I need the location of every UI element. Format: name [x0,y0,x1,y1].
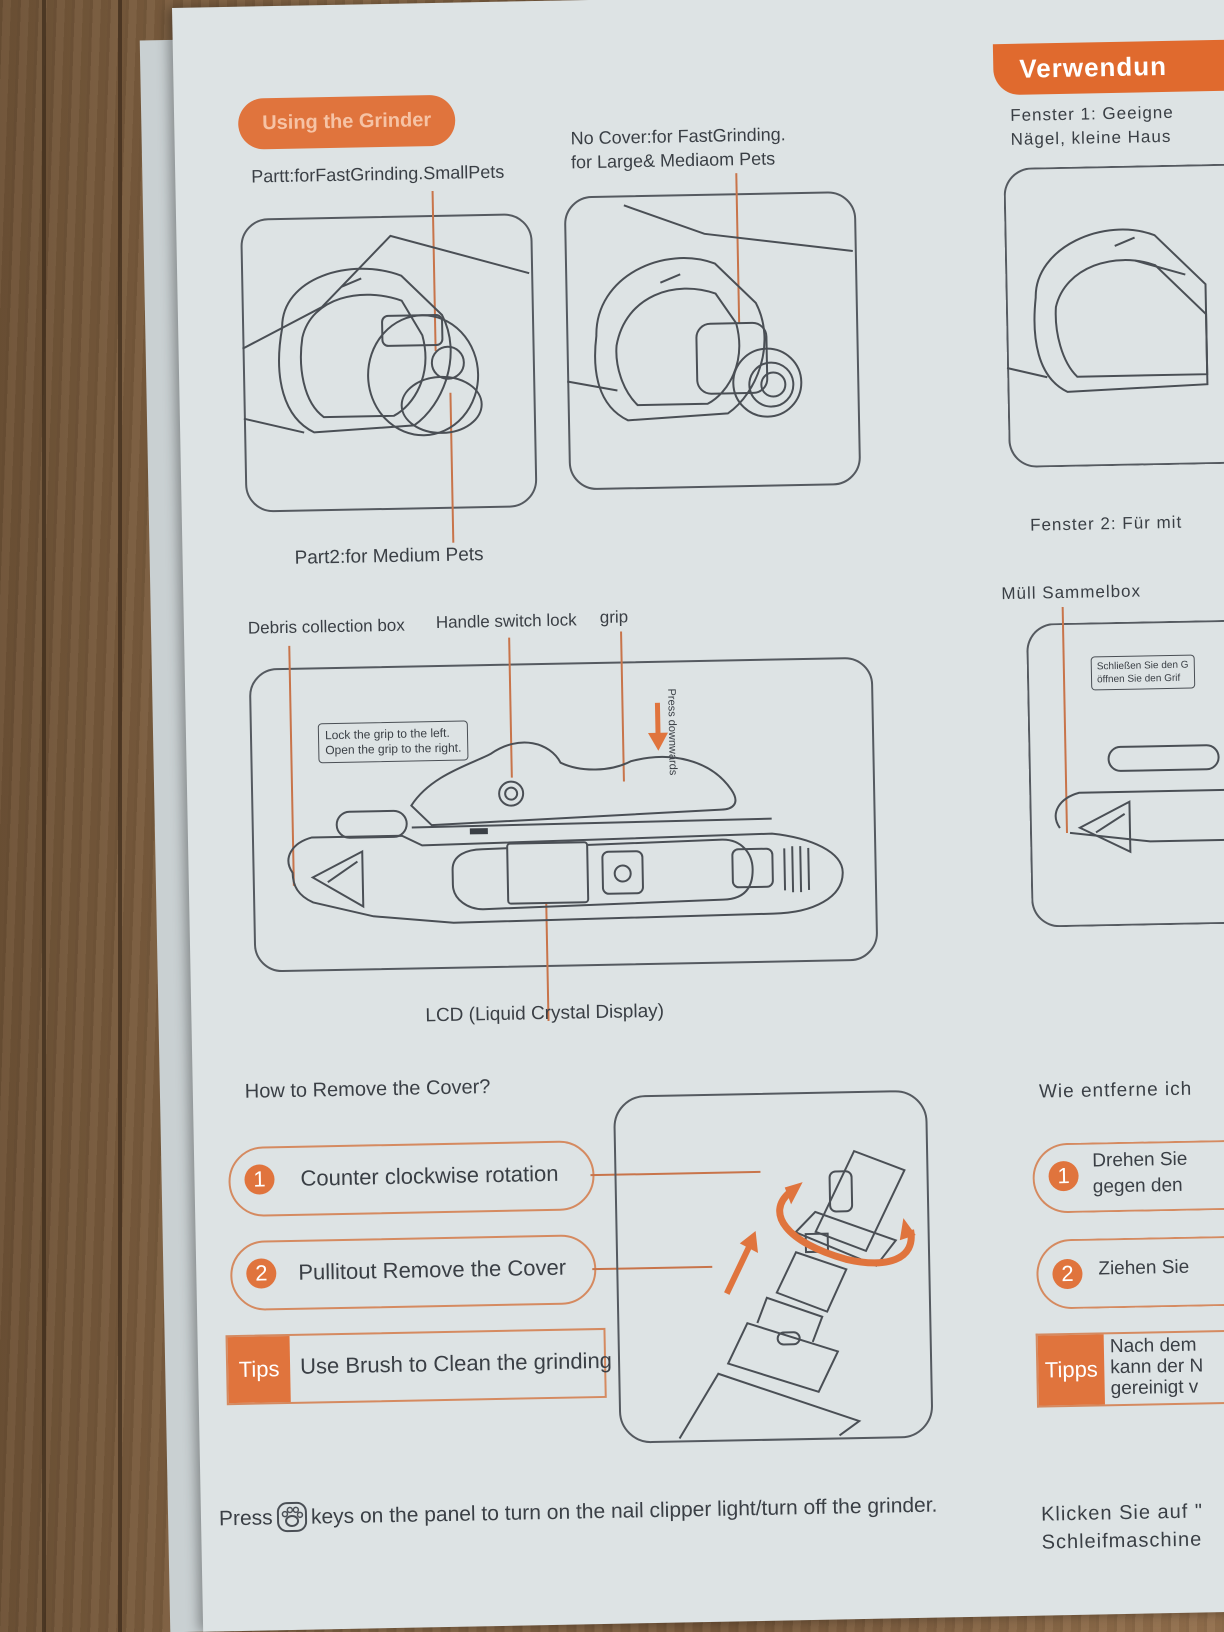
press-down-arrow-icon [648,702,669,751]
english-title: Using the Grinder [237,94,456,150]
switch-label: Handle switch lock [435,610,577,633]
nocover-label-1: No Cover:for FastGrinding. [570,124,786,149]
wood-seam [42,0,46,1632]
part2-label: Part2:for Medium Pets [294,544,484,569]
german-tips-2: kann der N [1110,1355,1204,1379]
debris-label: Debris collection box [247,615,405,638]
german-footer-1: Klicken Sie auf " [1040,1500,1204,1526]
german-tips-1: Nach dem [1109,1334,1197,1358]
german-grinder-illustration [1006,228,1209,393]
step-1-number: 1 [244,1164,275,1195]
lcd-label: LCD (Liquid Crystal Display) [425,1000,665,1027]
german-window1-line2: Nägel, kleine Haus [1010,126,1172,149]
step-2-number: 2 [246,1258,277,1289]
german-title: Verwendun [992,38,1224,96]
tips-tag: Tips [227,1335,291,1404]
paw-icon [276,1501,308,1533]
part1-label: Partt:forFastGrinding.SmallPets [251,161,505,187]
remove-cover-heading: How to Remove the Cover? [244,1076,491,1103]
german-step-1-label-2: gegen den [1092,1174,1183,1198]
german-footer-2: Schleifmaschine [1041,1528,1203,1554]
german-window1-line1: Fenster 1: Geeigne [1010,102,1174,125]
german-tips-tag: Tipps [1037,1334,1105,1406]
wood-seam [118,0,122,1632]
german-tips-3: gereinigt v [1110,1376,1199,1400]
footer-press: Press [218,1506,273,1531]
german-remove-heading: Wie entferne ich [1038,1078,1193,1103]
german-tips-box: Tipps Nach dem kann der N gereinigt v [1035,1329,1224,1408]
grinder-cap-illustration [242,234,530,437]
german-window2: Fenster 2: Für mit [1029,512,1183,535]
german-step-2-box: 2 Ziehen Sie [1035,1235,1224,1310]
step-1-box: 1 Counter clockwise rotation [227,1140,596,1218]
german-step-1-label-1: Drehen Sie [1092,1148,1188,1172]
nocover-label-2: for Large& Mediaom Pets [570,148,776,173]
step-2-label: Pullitout Remove the Cover [298,1254,567,1285]
pet-nail-grinder-illustration [287,741,844,924]
step-2-box: 2 Pullitout Remove the Cover [229,1234,597,1312]
german-step-1-box: 1 Drehen Sie gegen den [1031,1139,1224,1214]
footer-text: keys on the panel to turn on the nail cl… [310,1493,938,1529]
german-step-2-number: 2 [1052,1258,1083,1290]
german-step-1-number: 1 [1048,1160,1079,1192]
manual-page: Using the Grinder Partt:forFastGrinding.… [172,0,1224,1632]
grip-label: grip [599,607,629,627]
step-1-label: Counter clockwise rotation [300,1160,559,1191]
german-device-illustration [1054,744,1224,854]
german-debris: Müll Sammelbox [1001,581,1142,604]
grinder-nocover-illustration [567,204,853,422]
cover-removal-illustration [678,1149,916,1440]
german-step-2-label: Ziehen Sie [1098,1256,1190,1280]
tips-box: Tips Use Brush to Clean the grinding [225,1327,612,1406]
tips-text: Use Brush to Clean the grinding [299,1347,613,1379]
